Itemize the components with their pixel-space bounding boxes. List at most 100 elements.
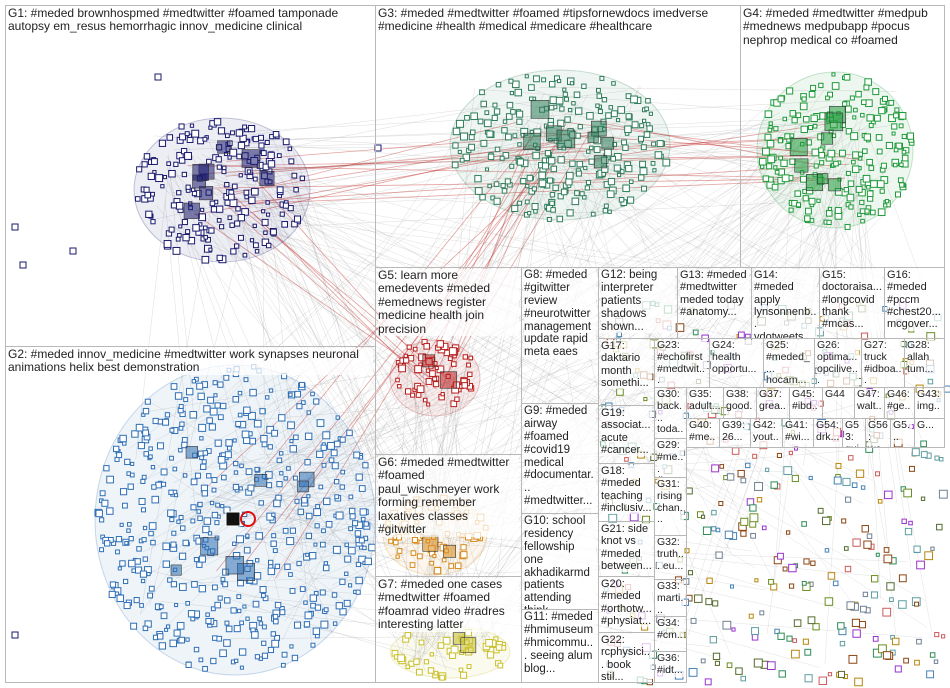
graph-node (206, 473, 212, 479)
graph-node (227, 193, 235, 201)
graph-node (487, 183, 492, 189)
graph-node (857, 151, 863, 157)
graph-node (422, 397, 428, 403)
group-label-g9: G9: #meded airway #foamed #covid19 medic… (524, 405, 596, 508)
graph-node (217, 127, 226, 135)
graph-node (247, 411, 256, 420)
graph-node (788, 563, 797, 573)
graph-node (564, 96, 569, 102)
group-panel-g29: G29: #me... #me... (654, 438, 687, 478)
graph-edge (432, 85, 640, 645)
graph-node (459, 157, 465, 163)
graph-node (403, 353, 408, 359)
graph-node (608, 105, 614, 110)
graph-edge (335, 375, 471, 478)
graph-node (186, 387, 194, 396)
graph-node (303, 621, 311, 628)
graph-node (316, 419, 325, 427)
graph-node (712, 600, 719, 607)
graph-node (532, 151, 540, 160)
graph-node (270, 228, 277, 236)
graph-node (597, 108, 603, 115)
group-label-g55: G5... (893, 419, 912, 444)
graph-node (266, 212, 271, 217)
graph-node (832, 580, 839, 587)
group-label-g5: G5: learn more emedevents #meded #emedne… (378, 268, 519, 337)
group-label-g28: G28: allah tum... (907, 339, 942, 376)
graph-node (520, 177, 527, 185)
graph-node (168, 489, 174, 496)
graph-node (852, 629, 861, 638)
graph-node (583, 165, 588, 171)
graph-node (296, 560, 302, 567)
graph-node (834, 207, 842, 214)
graph-node (802, 638, 809, 645)
graph-node (169, 639, 177, 648)
group-panel-g14: G14: #meded apply lynsonnenb... vdotweet… (751, 267, 820, 339)
graph-node (252, 242, 259, 249)
graph-node (804, 215, 811, 222)
graph-node (316, 450, 324, 459)
graph-node (895, 191, 901, 198)
graph-node (862, 148, 868, 154)
graph-node (619, 169, 625, 174)
graph-node (877, 499, 883, 504)
group-panel-g45: G45: #ibd... (789, 387, 823, 419)
group-panel-g7: G7: #meded one cases #medtwitter #foamed… (375, 576, 522, 683)
graph-edge (478, 89, 774, 113)
graph-node (845, 128, 853, 135)
graph-node (166, 161, 171, 166)
graph-node (643, 131, 651, 138)
graph-node (487, 153, 495, 161)
group-label-g12: G12: being interpreter patients shadows … (601, 269, 675, 334)
group-panel-g17: G17: daktario month somethi... (598, 338, 655, 406)
group-panel-g6: G6: #meded #medtwitter #foamed paul_wisc… (375, 454, 522, 577)
graph-node (160, 468, 168, 476)
graph-node (142, 625, 149, 632)
graph-node (231, 183, 238, 190)
graph-node (283, 476, 288, 481)
graph-edge (597, 137, 781, 172)
graph-edge (142, 204, 854, 553)
graph-node-avatar (217, 140, 231, 154)
graph-node (898, 574, 907, 583)
graph-node (115, 549, 120, 555)
graph-node (172, 466, 178, 472)
graph-node (119, 522, 124, 527)
graph-node (468, 143, 476, 151)
graph-node (193, 557, 199, 563)
graph-node (884, 490, 893, 500)
graph-node (706, 577, 713, 584)
graph-node (309, 552, 317, 560)
graph-node (712, 652, 721, 661)
group-panel-g3: G3: #meded #medtwitter #foamed #tipsforn… (375, 5, 741, 268)
group-label-g7: G7: #meded one cases #medtwitter #foamed… (378, 577, 519, 632)
graph-node (139, 603, 144, 608)
graph-node (595, 103, 600, 108)
graph-node (719, 464, 725, 469)
graph-node (187, 610, 196, 618)
graph-node (852, 115, 857, 120)
graph-node (167, 509, 175, 517)
graph-edge (562, 165, 858, 541)
graph-node (163, 240, 172, 248)
graph-node (323, 497, 331, 506)
group-label-g14: G14: #meded apply lynsonnenb... vdotweet… (754, 269, 817, 338)
graph-node (333, 479, 340, 485)
graph-node (173, 161, 179, 167)
group-label-g11: G11: #meded #hmimuseum #hmicommu... seei… (524, 611, 597, 676)
group-panel-g27: G27: truck #idboa... (861, 338, 905, 388)
graph-node (213, 118, 222, 126)
graph-node-avatar (601, 136, 615, 150)
graph-node-avatar (789, 138, 808, 156)
graph-node (425, 378, 433, 385)
graph-node-avatar (587, 131, 599, 143)
graph-node (812, 123, 818, 129)
graph-node (517, 142, 522, 147)
graph-node (286, 466, 291, 471)
graph-node (750, 532, 756, 539)
graph-node (253, 419, 262, 428)
graph-node (616, 172, 622, 178)
group-panel-g19: G19: associat... acute #cancer... (598, 405, 655, 464)
graph-node (238, 648, 247, 656)
